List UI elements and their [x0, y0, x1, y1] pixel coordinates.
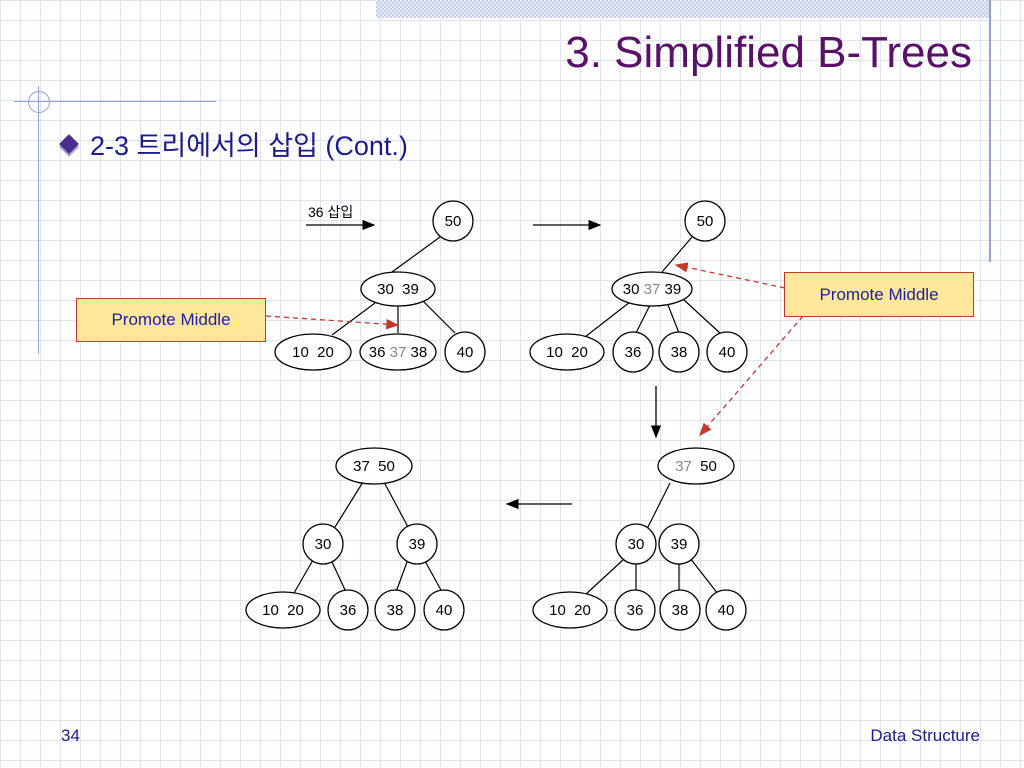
promoted-key: 37 — [390, 344, 407, 361]
key: 38 — [406, 344, 427, 361]
tree-node — [274, 333, 352, 371]
bullet-text: 2-3 트리에서의 삽입 (Cont.) — [90, 131, 408, 161]
node-label: 39 — [409, 536, 426, 553]
promote-middle-callout: Promote Middle — [76, 298, 266, 342]
tree-node — [684, 200, 726, 242]
key: 50 — [692, 458, 717, 475]
tree-node — [396, 523, 438, 565]
node-label: 30 — [315, 536, 332, 553]
edge — [331, 302, 376, 336]
edge — [584, 558, 625, 596]
node-label: 30 37 39 — [623, 281, 681, 298]
tree-node — [335, 447, 413, 485]
tree-node — [612, 331, 654, 373]
node-label: 10 20 — [292, 344, 334, 361]
tree-node — [532, 591, 608, 629]
node-label: 10 20 — [549, 602, 591, 619]
tree-node — [423, 589, 465, 631]
promote-middle-callout: Promote Middle — [784, 272, 974, 317]
node-label: 10 20 — [262, 602, 304, 619]
node-label: 36 37 38 — [369, 344, 427, 361]
promoted-key: 37 — [644, 281, 661, 298]
decor-vertical-line — [989, 0, 991, 262]
node-label: 30 — [628, 536, 645, 553]
node-label: 10 20 — [546, 344, 588, 361]
edge — [661, 236, 693, 273]
tree-node — [360, 271, 436, 307]
node-label: 40 — [436, 602, 453, 619]
tree-node — [659, 589, 701, 631]
node-label: 40 — [718, 602, 735, 619]
edge — [424, 560, 443, 593]
node-label: 36 — [625, 344, 642, 361]
slide-title: 3. Simplified B-Trees — [565, 28, 972, 77]
node-label: 40 — [719, 344, 736, 361]
crosshair-icon — [28, 91, 50, 113]
edge — [667, 304, 680, 334]
tree-node — [614, 589, 656, 631]
insert-label: 36 삽입 — [308, 204, 353, 220]
callout-leader — [265, 315, 400, 330]
node-label: 36 — [340, 602, 357, 619]
decor-horizontal-line — [14, 101, 216, 102]
node-label: 50 — [445, 213, 462, 230]
tree-node — [658, 331, 700, 373]
footer-text: Data Structure — [870, 726, 980, 745]
tree-node — [706, 331, 748, 373]
tree-node — [432, 200, 474, 242]
decor-left-line — [38, 86, 39, 354]
tree-node — [444, 331, 486, 373]
node-label: 40 — [457, 344, 474, 361]
edge — [293, 559, 314, 594]
node-label: 50 — [697, 213, 714, 230]
tree-node — [615, 523, 657, 565]
edge — [584, 301, 631, 338]
node-label: 30 39 — [377, 281, 419, 298]
edge — [683, 299, 722, 335]
tree-node — [359, 333, 437, 371]
edge — [689, 557, 719, 595]
node-label: 36 — [627, 602, 644, 619]
key: 30 — [623, 281, 644, 298]
tree-node — [705, 589, 747, 631]
tree-node — [327, 589, 369, 631]
edge — [334, 481, 364, 528]
tree-node — [245, 591, 321, 629]
node-label: 37 50 — [353, 458, 395, 475]
tree-node — [302, 523, 344, 565]
callout-leader — [674, 262, 786, 289]
node-label: 38 — [671, 344, 688, 361]
tree-node — [374, 589, 416, 631]
tree-node — [658, 523, 700, 565]
tree-node — [529, 333, 605, 371]
node-label: 38 — [672, 602, 689, 619]
edge — [331, 561, 347, 593]
bullet-item: 2-3 트리에서의 삽입 (Cont.) — [59, 124, 408, 163]
node-label: 39 — [671, 536, 688, 553]
edge — [421, 299, 456, 334]
edge — [646, 482, 671, 530]
edge — [395, 561, 408, 593]
promoted-key: 37 — [675, 458, 692, 475]
edge — [635, 304, 651, 334]
key: 39 — [660, 281, 681, 298]
callout-leader — [699, 315, 804, 436]
edge — [383, 481, 409, 528]
tree-node — [611, 271, 693, 307]
page-number: 34 — [61, 726, 80, 745]
header-band — [376, 0, 990, 18]
edge — [391, 236, 441, 273]
key: 36 — [369, 344, 390, 361]
node-label: 38 — [387, 602, 404, 619]
node-label: 37 50 — [675, 458, 717, 475]
tree-node — [657, 447, 735, 485]
